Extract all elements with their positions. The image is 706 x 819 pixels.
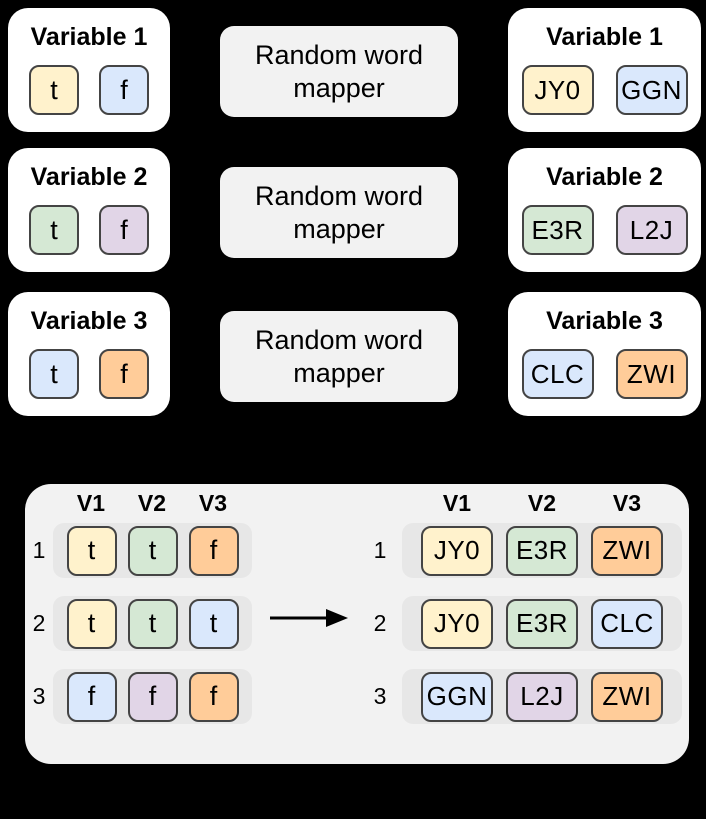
row-number: 2 (373, 610, 387, 636)
value-chip: f (99, 349, 149, 399)
chip-row: E3R L2J (521, 205, 688, 255)
table-row-strip: t t f (53, 523, 252, 578)
random-word-mapper-box-1: Random word mapper (220, 26, 458, 117)
chip-row: t f (29, 65, 149, 115)
row-number: 1 (32, 537, 46, 563)
word-chip: CLC (591, 598, 663, 649)
input-variable-card-3: Variable 3 t f (8, 292, 170, 416)
table-row-strip: t t t (53, 596, 252, 651)
word-chip: JY0 (421, 525, 493, 576)
word-chip: E3R (506, 525, 578, 576)
chip-row: t f (29, 349, 149, 399)
output-table-header: V1 V2 V3 (421, 490, 682, 516)
variable-title: Variable 3 (30, 307, 148, 335)
row-number: 3 (32, 683, 46, 709)
value-chip: f (99, 65, 149, 115)
value-chip: f (127, 671, 178, 722)
value-chip: t (188, 598, 239, 649)
value-chip: f (99, 205, 149, 255)
value-chip: t (127, 598, 178, 649)
word-chip: L2J (615, 205, 688, 255)
output-variable-card-2: Variable 2 E3R L2J (508, 148, 701, 272)
table-row: 1 JY0 E3R ZWI (367, 523, 682, 578)
value-chip: t (66, 525, 117, 576)
value-chip: f (188, 671, 239, 722)
input-table-header: V1 V2 V3 (66, 490, 252, 516)
column-header: V1 (76, 489, 106, 516)
word-chip: ZWI (591, 525, 663, 576)
chip-row: t f (29, 205, 149, 255)
table-row-strip: JY0 E3R ZWI (402, 523, 682, 578)
value-chip: t (127, 525, 178, 576)
column-header: V2 (527, 489, 557, 516)
word-chip: ZWI (591, 671, 663, 722)
column-header: V3 (198, 489, 228, 516)
word-chip: JY0 (521, 65, 594, 115)
mapper-label: Random word mapper (254, 180, 424, 244)
output-variable-card-1: Variable 1 JY0 GGN (508, 8, 701, 132)
column-header: V1 (442, 489, 472, 516)
mapping-table-panel: V1 V2 V3 1 t t f 2 t t t (25, 484, 689, 764)
row-number: 1 (373, 537, 387, 563)
table-row: 1 t t f (25, 523, 252, 578)
value-chip: t (66, 598, 117, 649)
random-word-mapper-box-2: Random word mapper (220, 167, 458, 258)
value-chip: f (188, 525, 239, 576)
input-variable-card-1: Variable 1 t f (8, 8, 170, 132)
random-word-mapper-box-3: Random word mapper (220, 311, 458, 402)
input-variable-card-2: Variable 2 t f (8, 148, 170, 272)
row-number: 2 (32, 610, 46, 636)
table-row: 3 GGN L2J ZWI (367, 669, 682, 724)
value-chip: t (29, 65, 79, 115)
word-chip: GGN (421, 671, 493, 722)
word-chip: JY0 (421, 598, 493, 649)
output-variable-card-3: Variable 3 CLC ZWI (508, 292, 701, 416)
table-row: 2 t t t (25, 596, 252, 651)
word-chip: L2J (506, 671, 578, 722)
table-row-strip: f f f (53, 669, 252, 724)
mapper-label: Random word mapper (254, 324, 424, 388)
word-chip: E3R (521, 205, 594, 255)
value-chip: t (29, 349, 79, 399)
output-table: V1 V2 V3 1 JY0 E3R ZWI 2 JY0 E3R CLC (367, 490, 682, 742)
word-chip: E3R (506, 598, 578, 649)
variable-title: Variable 3 (546, 307, 663, 335)
table-row: 3 f f f (25, 669, 252, 724)
column-header: V3 (612, 489, 642, 516)
input-table: V1 V2 V3 1 t t f 2 t t t (25, 490, 252, 742)
word-chip: CLC (521, 349, 594, 399)
word-chip: ZWI (615, 349, 688, 399)
chip-row: CLC ZWI (521, 349, 688, 399)
variable-title: Variable 1 (546, 23, 663, 51)
table-row-strip: GGN L2J ZWI (402, 669, 682, 724)
variable-title: Variable 1 (30, 23, 148, 51)
value-chip: f (66, 671, 117, 722)
table-row: 2 JY0 E3R CLC (367, 596, 682, 651)
chip-row: JY0 GGN (521, 65, 688, 115)
column-header: V2 (137, 489, 167, 516)
word-chip: GGN (615, 65, 688, 115)
mapper-label: Random word mapper (254, 39, 424, 103)
right-arrow-icon (270, 609, 348, 627)
table-row-strip: JY0 E3R CLC (402, 596, 682, 651)
value-chip: t (29, 205, 79, 255)
row-number: 3 (373, 683, 387, 709)
variable-title: Variable 2 (546, 163, 663, 191)
variable-title: Variable 2 (30, 163, 148, 191)
